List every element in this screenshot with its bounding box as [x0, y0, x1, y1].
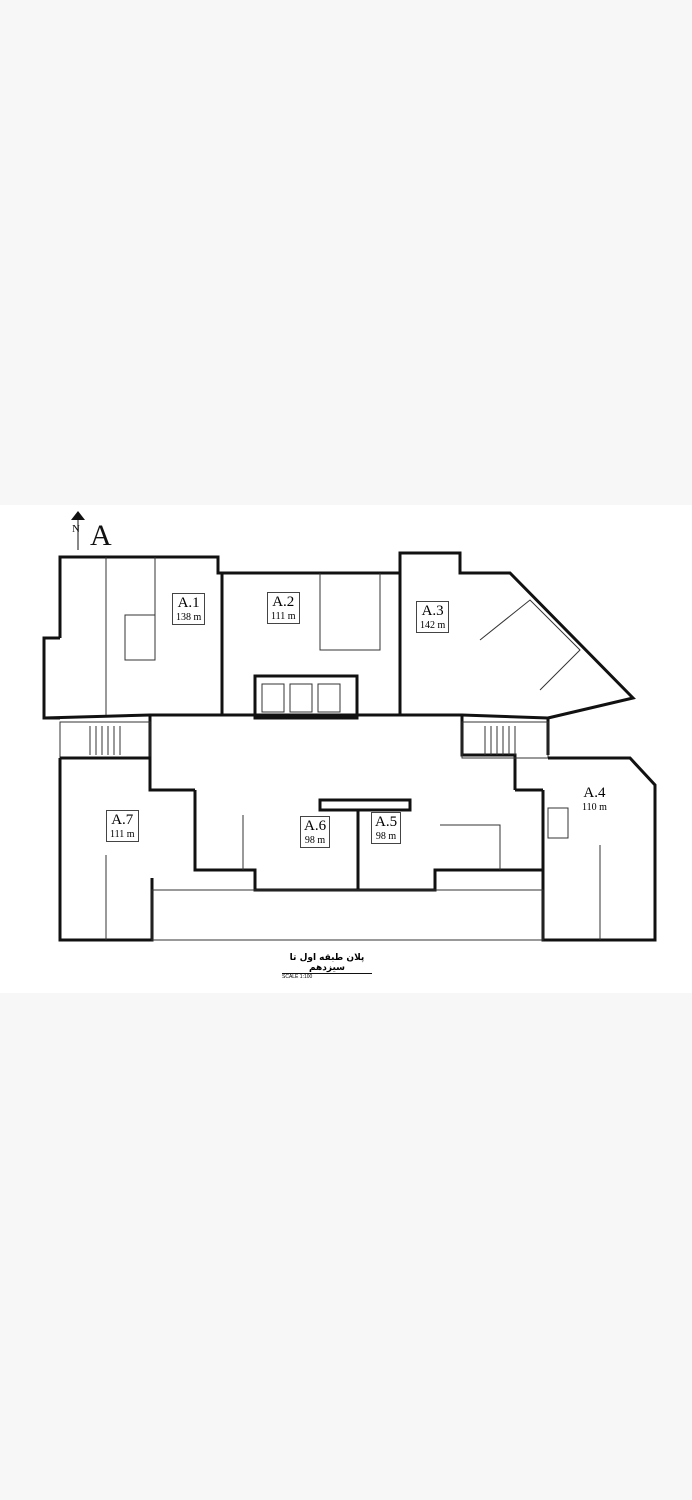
plan-scale: SCALE 1:100 — [282, 974, 313, 980]
lower-block-walls — [58, 756, 657, 942]
floor-plan-drawing — [42, 511, 657, 942]
unit-name: A.5 — [375, 814, 398, 830]
unit-name: A.1 — [177, 595, 200, 611]
unit-name: A.4 — [583, 785, 606, 801]
unit-area: 138 m — [176, 611, 202, 623]
unit-name: A.2 — [272, 594, 295, 610]
unit-area: 142 m — [420, 619, 446, 631]
unit-area: 98 m — [304, 834, 326, 846]
plan-title-block: پلان طبقه اول تا سیزدهم SCALE 1:100 — [282, 953, 372, 980]
unit-area: 98 m — [375, 830, 397, 842]
north-label: N — [72, 523, 80, 535]
unit-area: 110 m — [582, 801, 607, 813]
block-label: A — [90, 519, 112, 552]
north-arrow-icon — [71, 511, 85, 550]
upper-block-walls — [42, 551, 636, 755]
plan-title: پلان طبقه اول تا سیزدهم — [282, 953, 372, 974]
corridor-walls — [59, 715, 549, 792]
unit-area: 111 m — [271, 610, 296, 622]
unit-name: A.7 — [111, 812, 134, 828]
unit-name: A.6 — [304, 818, 327, 834]
unit-area: 111 m — [110, 828, 135, 840]
unit-name: A.3 — [421, 603, 444, 619]
